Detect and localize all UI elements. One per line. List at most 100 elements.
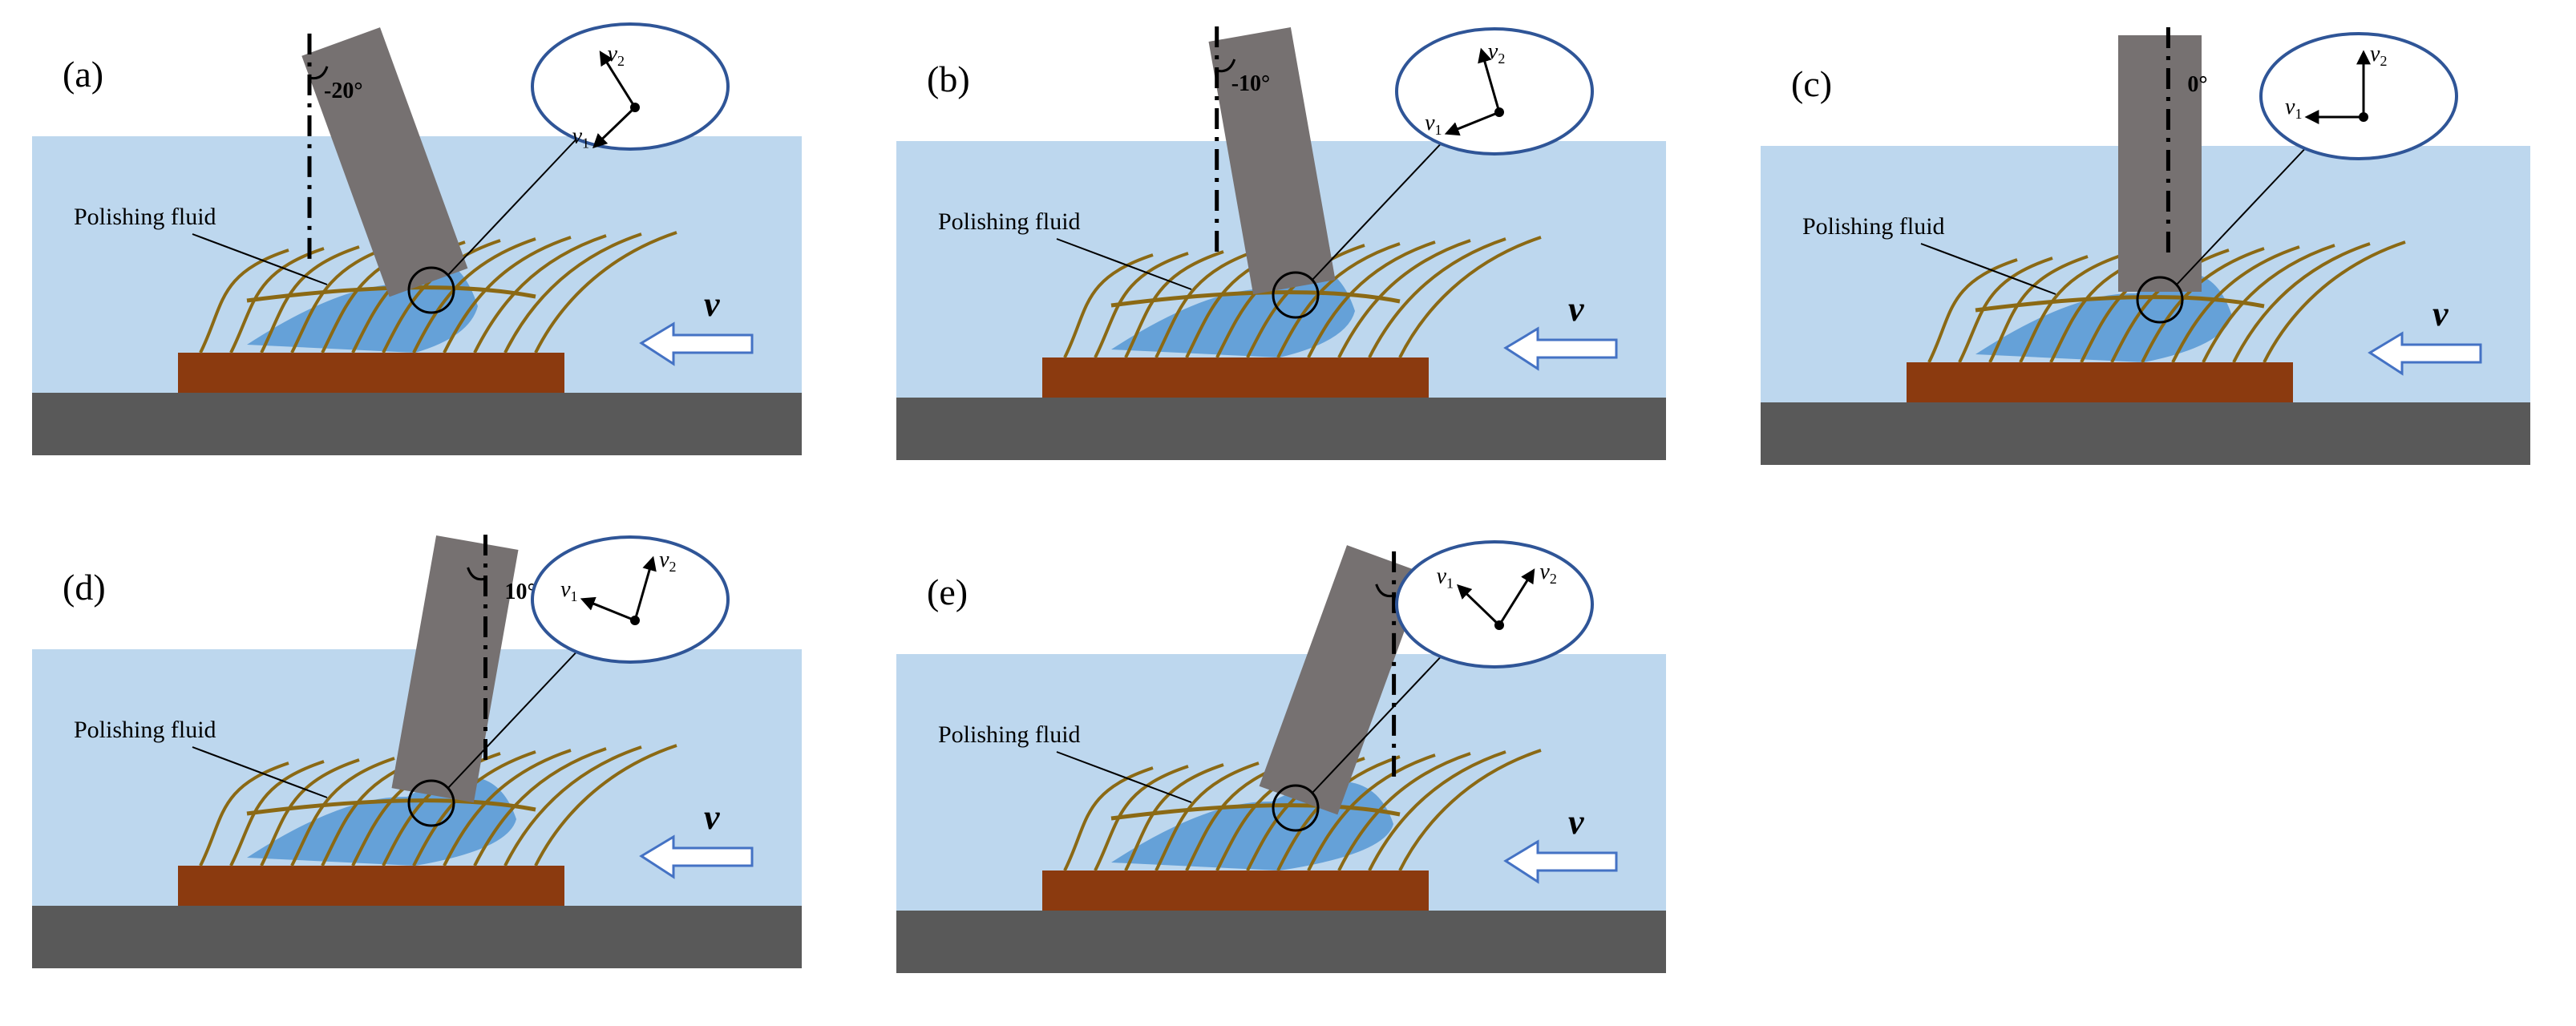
fiber-9 xyxy=(1307,753,1436,871)
machine-base xyxy=(32,906,802,968)
fiber-11 xyxy=(503,232,642,353)
workpiece xyxy=(1042,870,1429,911)
vector-v2 xyxy=(1478,47,1501,113)
fluid-label-leader xyxy=(1056,238,1192,290)
feed-velocity-arrow xyxy=(1503,326,1618,371)
angle-label: -10° xyxy=(1231,71,1271,96)
feed-velocity-label: v xyxy=(704,798,720,837)
feed-velocity-arrow xyxy=(1503,839,1618,884)
polishing-tool xyxy=(301,27,468,297)
fiber-1 xyxy=(1063,253,1154,358)
fiber-2 xyxy=(229,760,325,866)
fiber-1 xyxy=(199,761,289,866)
fiber-2 xyxy=(229,247,325,353)
polishing-fluid-blob xyxy=(247,776,516,866)
feed-velocity-label: v xyxy=(2432,294,2449,333)
zoom-connector xyxy=(447,645,583,790)
brush-fibers xyxy=(1063,749,1542,871)
angle-arc xyxy=(1375,584,1395,598)
fiber-band xyxy=(1975,295,2265,313)
panel-label: (d) xyxy=(63,567,106,608)
fiber-3 xyxy=(1124,250,1224,358)
fiber-10 xyxy=(2202,244,2335,363)
angle-label: -20° xyxy=(324,79,363,103)
fiber-3 xyxy=(1124,763,1224,871)
fiber-3 xyxy=(1988,255,2089,363)
angle-arc xyxy=(309,66,329,80)
fiber-10 xyxy=(1337,752,1471,871)
fiber-9 xyxy=(1307,240,1436,358)
vector-origin xyxy=(1494,620,1504,630)
fiber-4 xyxy=(290,757,395,866)
fluid-label-leader xyxy=(1920,243,2056,295)
zoom-connector xyxy=(447,132,583,277)
fiber-2 xyxy=(1094,252,1189,358)
fiber-11 xyxy=(503,745,642,866)
zoom-ellipse xyxy=(531,22,730,151)
fiber-1 xyxy=(1063,766,1154,871)
contact-circle xyxy=(1272,784,1320,832)
fiber-3 xyxy=(260,758,360,866)
contact-circle xyxy=(407,266,455,314)
polishing-fluid-label: Polishing fluid xyxy=(938,208,1081,235)
vector-v1 xyxy=(580,596,636,622)
machine-base xyxy=(896,398,1666,460)
fiber-band xyxy=(1110,803,1401,821)
fiber-9 xyxy=(443,236,572,353)
workpiece xyxy=(178,866,564,906)
feed-velocity-label: v xyxy=(1568,802,1584,842)
workpiece xyxy=(178,353,564,393)
fiber-1 xyxy=(1927,258,2018,363)
polishing-fluid-label: Polishing fluid xyxy=(1802,213,1945,240)
angle-arc xyxy=(467,567,486,581)
zoom-connector xyxy=(2175,142,2311,286)
fiber-4 xyxy=(1155,761,1260,871)
machine-base xyxy=(896,911,1666,973)
fiber-12 xyxy=(1398,749,1542,871)
machine-base xyxy=(32,393,802,455)
fluid-label-leader xyxy=(1056,751,1192,803)
feed-velocity-label: v xyxy=(1568,289,1584,329)
fiber-12 xyxy=(534,231,677,353)
fiber-2 xyxy=(1958,256,2053,363)
feed-velocity-arrow xyxy=(2368,331,2482,376)
workpiece xyxy=(1907,362,2293,402)
fiber-4 xyxy=(1155,248,1260,358)
fiber-4 xyxy=(2019,253,2124,363)
zoom-ellipse xyxy=(1395,540,1594,669)
feed-velocity-label: v xyxy=(704,285,720,324)
angle-label: 0° xyxy=(2187,72,2207,97)
contact-circle xyxy=(2136,276,2184,324)
panel-label: (a) xyxy=(63,54,103,95)
zoom-ellipse xyxy=(2259,32,2458,160)
panel-label: (e) xyxy=(927,572,968,612)
fiber-12 xyxy=(534,744,677,866)
vector-v1 xyxy=(1457,584,1501,627)
fiber-3 xyxy=(260,245,360,353)
zoom-ellipse xyxy=(531,535,730,664)
vector-v1 xyxy=(1444,111,1500,136)
vector-v1 xyxy=(592,106,637,149)
panel-label: (c) xyxy=(1791,63,1832,104)
fiber-12 xyxy=(1398,236,1542,358)
polishing-tool xyxy=(2118,35,2202,292)
vector-origin xyxy=(630,616,640,625)
vector-origin xyxy=(630,103,640,112)
fiber-4 xyxy=(290,244,395,353)
contact-circle xyxy=(407,779,455,827)
fiber-12 xyxy=(2263,240,2406,363)
vector-origin xyxy=(1494,107,1504,117)
contact-circle xyxy=(1272,271,1320,319)
machine-base xyxy=(1761,402,2530,465)
fiber-9 xyxy=(443,749,572,866)
fiber-10 xyxy=(473,747,607,866)
zoom-connector xyxy=(1311,137,1447,281)
vector-v2 xyxy=(633,555,657,621)
polishing-tool xyxy=(1208,27,1336,295)
fiber-10 xyxy=(1337,239,1471,358)
